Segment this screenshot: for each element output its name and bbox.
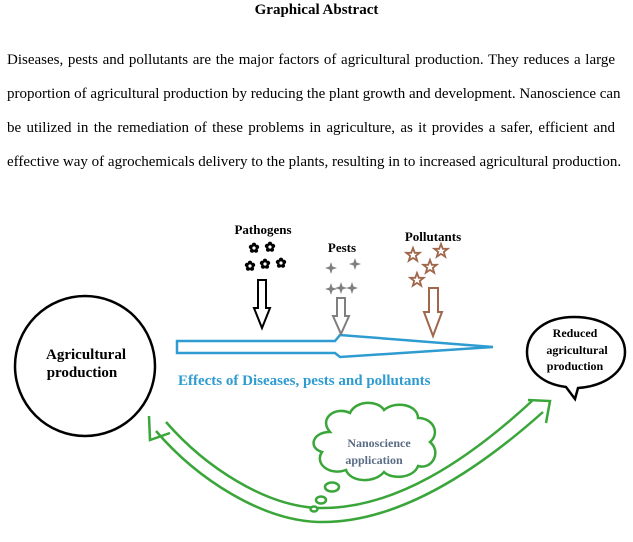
pathogens-label: Pathogens	[234, 222, 291, 237]
abstract-line: be utilized in the remediation of these …	[7, 120, 615, 136]
pollutants-label: Pollutants	[405, 229, 461, 244]
abstract-line: proportion of agricultural production by…	[7, 86, 621, 102]
pests-label: Pests	[328, 240, 356, 255]
pollutants-down-arrow	[422, 287, 444, 339]
abstract-paragraph: Diseases, pests and pollutants are the m…	[7, 43, 622, 179]
cloud-label-line2: application	[345, 453, 403, 467]
right-bubble-line1: Reduced	[553, 326, 598, 340]
abstract-line: Diseases, pests and pollutants are the m…	[7, 52, 615, 68]
pollutant-star-icon	[405, 243, 449, 287]
pests-down-arrow	[331, 297, 351, 337]
abstract-line: effective way of agrochemicals delivery …	[7, 154, 622, 170]
agricultural-production-circle	[13, 294, 157, 438]
pest-star-icon	[325, 258, 361, 295]
left-circle-label-line2: production	[47, 365, 118, 381]
cloud-label-line1: Nanoscience	[347, 436, 411, 450]
nanoscience-thought-cloud	[309, 401, 437, 513]
right-bubble-line2: agricultural	[546, 343, 608, 357]
reduced-production-bubble	[525, 315, 627, 402]
pathogens-down-arrow	[252, 279, 272, 331]
pathogen-flower-icon	[244, 241, 287, 271]
effects-label: Effects of Diseases, pests and pollutant…	[178, 373, 431, 389]
right-bubble-line3: production	[547, 359, 604, 373]
page-title: Graphical Abstract	[254, 2, 379, 18]
effects-arrow	[175, 333, 494, 359]
left-circle-label-line1: Agricultural	[46, 347, 126, 363]
